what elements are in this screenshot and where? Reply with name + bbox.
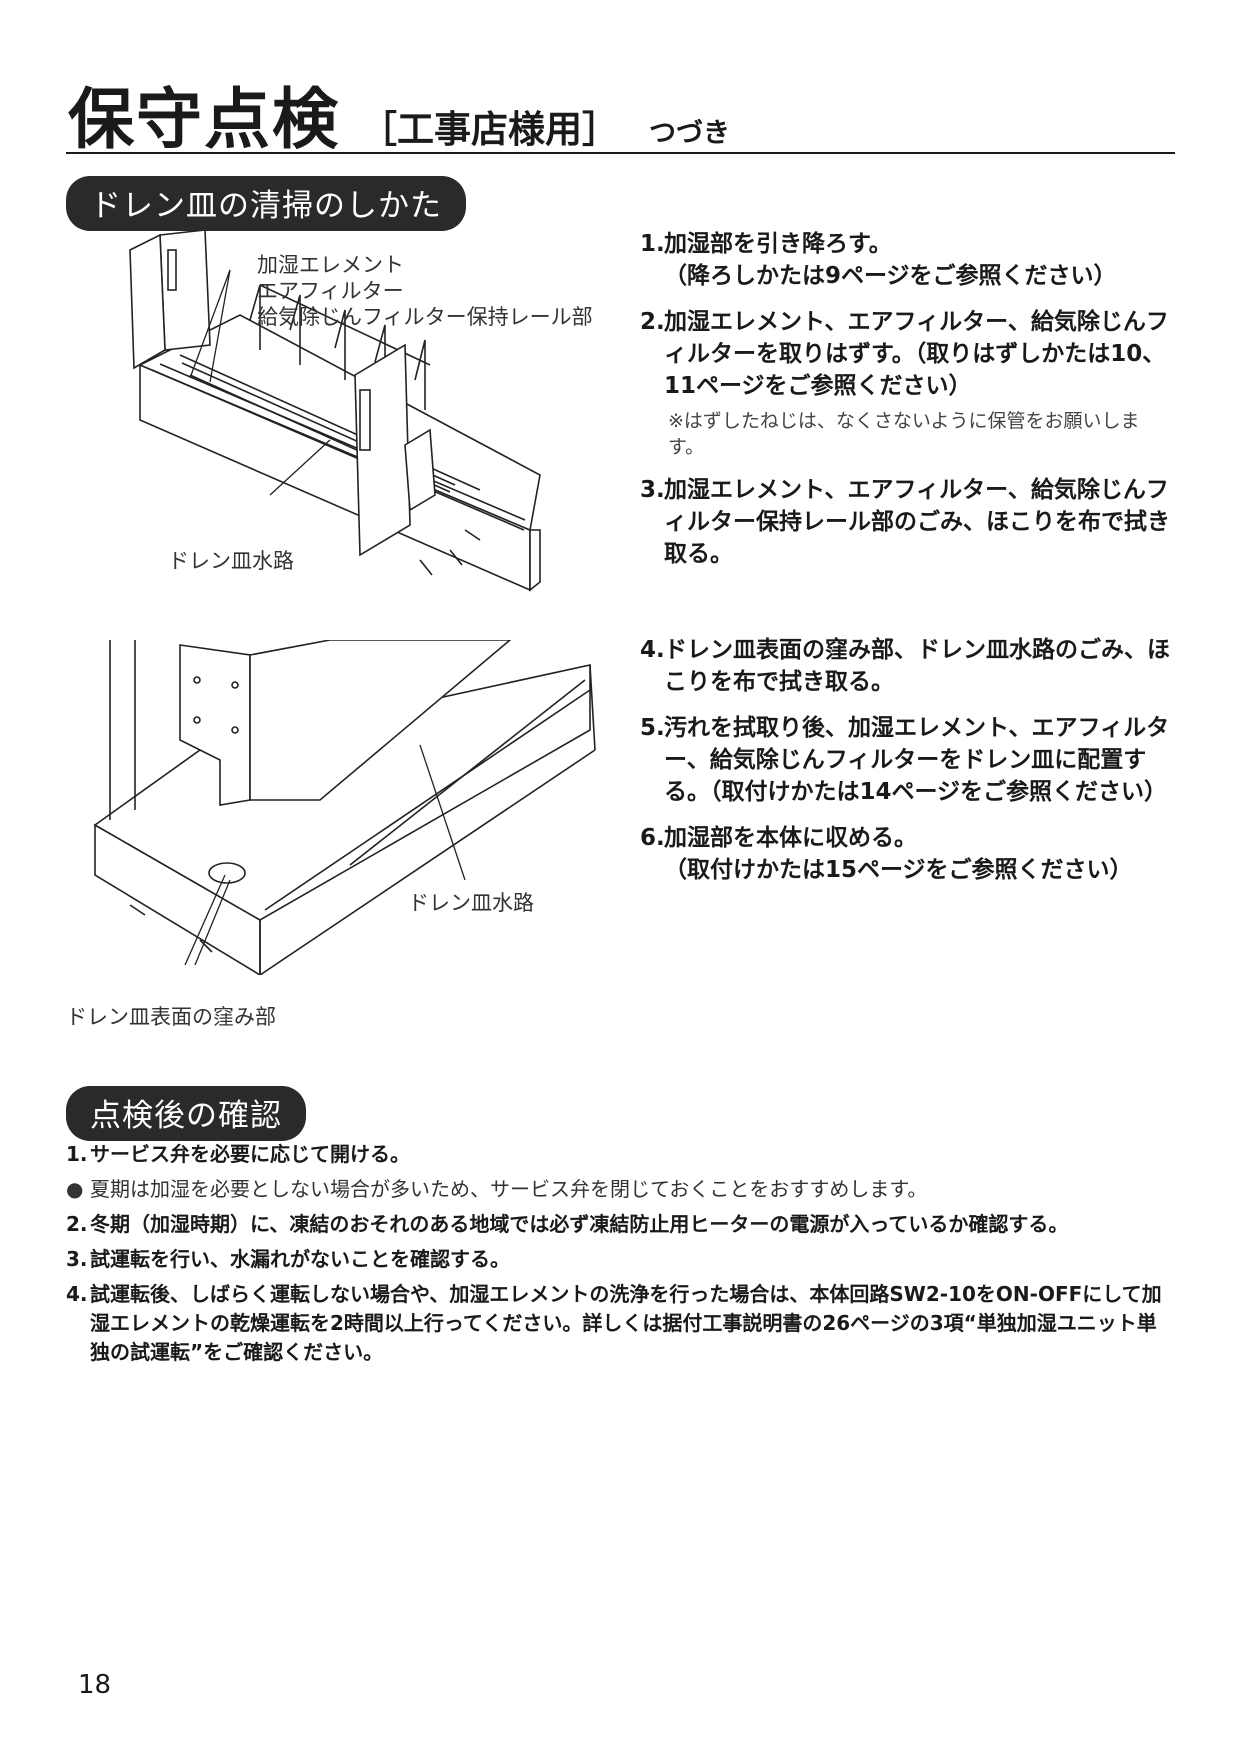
confirm-item-2: 2. 冬期（加湿時期）に、凍結のおそれのある地域では必ず凍結防止用ヒーターの電源… xyxy=(66,1210,1176,1239)
step-note: ※はずしたねじは、なくさないように保管をお願いします。 xyxy=(668,410,1140,458)
label-drain-channel-2: ドレン皿水路 xyxy=(408,891,534,915)
item-number: 4. xyxy=(66,1282,88,1306)
item-number: 1. xyxy=(66,1142,88,1166)
step-2: 2. 加湿エレメント、エアフィルター、給気除じんフィルターを取りはずす。（取りは… xyxy=(640,306,1175,460)
side-unit xyxy=(109,640,512,820)
page-header: 保守点検 ［工事店様用］ つづき xyxy=(68,66,730,158)
item-text: 試運転後、しばらく運転しない場合や、加湿エレメントの洗浄を行った場合は、本体回路… xyxy=(90,1282,1162,1364)
item-number: 2. xyxy=(66,1212,88,1236)
step-4: 4. ドレン皿表面の窪み部、ドレン皿水路のごみ、ほこりを布で拭き取る。 xyxy=(640,634,1175,698)
step-text: ドレン皿表面の窪み部、ドレン皿水路のごみ、ほこりを布で拭き取る。 xyxy=(664,637,1170,695)
leader-lines xyxy=(189,269,331,496)
label-drain-channel: ドレン皿水路 xyxy=(168,549,294,573)
item-text: 試運転を行い、水漏れがないことを確認する。 xyxy=(90,1247,510,1271)
step-text: 加湿エレメント、エアフィルター、給気除じんフィルター保持レール部のごみ、ほこりを… xyxy=(664,477,1170,567)
pan-body xyxy=(93,664,596,975)
page-title: 保守点検 xyxy=(68,81,340,158)
page-number: 18 xyxy=(78,1670,112,1700)
feet xyxy=(419,529,481,576)
step-text: 加湿エレメント、エアフィルター、給気除じんフィルターを取りはずす。（取りはずしか… xyxy=(664,309,1169,399)
leader-lines-2 xyxy=(184,744,466,966)
section-heading-drain-cleaning: ドレン皿の清掃のしかた xyxy=(66,176,466,231)
steps-list-1: 1. 加湿部を引き降ろす。 （降ろしかたは9ページをご参照ください） 2. 加湿… xyxy=(640,228,1175,584)
feet-2 xyxy=(129,904,213,953)
label-humidifier-element: 加湿エレメント xyxy=(257,253,404,277)
right-bracket xyxy=(354,343,436,557)
step-5: 5. 汚れを拭取り後、加湿エレメント、エアフィルター、給気除じんフィルターをドレ… xyxy=(640,712,1175,808)
title-rule xyxy=(66,152,1175,154)
confirm-item-1: 1. サービス弁を必要に応じて開ける。 xyxy=(66,1140,1176,1169)
item-number: 3. xyxy=(66,1247,88,1271)
bullet-icon: ● xyxy=(66,1177,84,1201)
step-6: 6. 加湿部を本体に収める。 （取付けかたは15ページをご参照ください） xyxy=(640,822,1175,886)
drain-hole xyxy=(208,862,246,884)
step-number: 4. xyxy=(640,637,665,663)
step-text: 汚れを拭取り後、加湿エレメント、エアフィルター、給気除じんフィルターをドレン皿に… xyxy=(664,715,1170,805)
step-3: 3. 加湿エレメント、エアフィルター、給気除じんフィルター保持レール部のごみ、ほ… xyxy=(640,474,1175,570)
item-text: サービス弁を必要に応じて開ける。 xyxy=(90,1142,410,1166)
step-number: 3. xyxy=(640,477,665,503)
step-text: 加湿部を本体に収める。 （取付けかたは15ページをご参照ください） xyxy=(664,825,1133,883)
figure-drain-pan-rails xyxy=(129,230,541,592)
section-heading-post-inspection: 点検後の確認 xyxy=(66,1086,306,1141)
confirmation-list: 1. サービス弁を必要に応じて開ける。 ● 夏期は加湿を必要としない場合が多いた… xyxy=(66,1140,1176,1373)
step-number: 6. xyxy=(640,825,665,851)
drain-pan-body xyxy=(138,314,541,592)
confirm-item-3: 3. 試運転を行い、水漏れがないことを確認する。 xyxy=(66,1245,1176,1274)
item-text: 夏期は加湿を必要としない場合が多いため、サービス弁を閉じておくことをおすすめしま… xyxy=(90,1177,928,1201)
figure-drain-pan-closeup xyxy=(93,640,596,975)
item-text: 冬期（加湿時期）に、凍結のおそれのある地域では必ず凍結防止用ヒーターの電源が入っ… xyxy=(90,1212,1069,1236)
label-air-filter: エアフィルター xyxy=(257,279,404,303)
label-surface-recess: ドレン皿表面の窪み部 xyxy=(66,1005,276,1029)
label-rail-section: 給気除じんフィルター保持レール部 xyxy=(257,305,593,329)
step-number: 2. xyxy=(640,309,665,335)
step-number: 1. xyxy=(640,231,665,257)
page-subtitle: ［工事店様用］ xyxy=(360,108,619,151)
steps-list-2: 4. ドレン皿表面の窪み部、ドレン皿水路のごみ、ほこりを布で拭き取る。 5. 汚… xyxy=(640,634,1175,900)
confirm-item-4: 4. 試運転後、しばらく運転しない場合や、加湿エレメントの洗浄を行った場合は、本… xyxy=(66,1280,1176,1367)
continued-label: つづき xyxy=(649,118,730,149)
step-number: 5. xyxy=(640,715,665,741)
confirm-bullet-note: ● 夏期は加湿を必要としない場合が多いため、サービス弁を閉じておくことをおすすめ… xyxy=(66,1175,1176,1204)
step-body: 加湿エレメント、エアフィルター、給気除じんフィルターを取りはずす。（取りはずしか… xyxy=(664,306,1175,460)
step-text: 加湿部を引き降ろす。 （降ろしかたは9ページをご参照ください） xyxy=(664,231,1117,289)
left-bracket xyxy=(129,230,211,370)
step-1: 1. 加湿部を引き降ろす。 （降ろしかたは9ページをご参照ください） xyxy=(640,228,1175,292)
